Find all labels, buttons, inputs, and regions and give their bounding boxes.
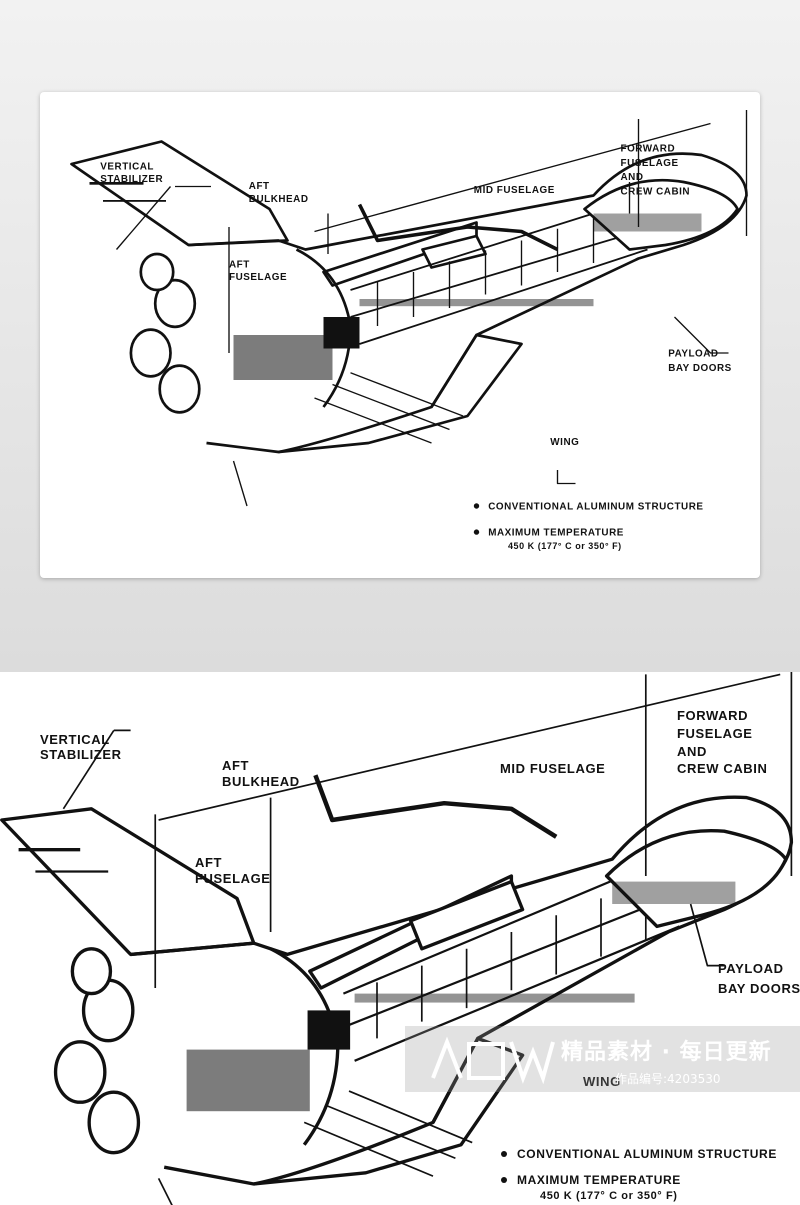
bullet-dot xyxy=(501,1177,507,1183)
note-aluminum-structure: CONVENTIONAL ALUMINUM STRUCTURE xyxy=(517,1147,777,1161)
wing-shape xyxy=(278,333,523,454)
svg-text:FUSELAGE: FUSELAGE xyxy=(621,158,679,169)
svg-text:AND: AND xyxy=(621,172,644,183)
watermark-banner: 精品素材 · 每日更新 作品编号:4203530 xyxy=(405,1026,800,1092)
label-aft-fuselage: AFT xyxy=(195,855,222,870)
shuttle-diagram-bottom: VERTICAL STABILIZER AFT BULKHEAD AFT FUS… xyxy=(0,672,800,1205)
bullet-dot xyxy=(473,503,480,509)
label-payload-bay-doors: PAYLOAD xyxy=(668,349,718,360)
fuselage-outline xyxy=(188,152,748,454)
crew-cabin-shape xyxy=(583,178,739,251)
diagram-card-top: VERTICAL STABILIZER AFT BULKHEAD AFT FUS… xyxy=(40,92,760,578)
svg-text:450 K (177° C or 350° F): 450 K (177° C or 350° F) xyxy=(508,541,622,551)
label-forward-fuselage: FORWARD xyxy=(677,708,748,723)
label-aft-fuselage: AFT xyxy=(229,260,250,271)
vertical-stabilizer-shape xyxy=(0,807,256,957)
label-wing: WING xyxy=(550,437,579,448)
svg-text:FUSELAGE: FUSELAGE xyxy=(229,272,287,283)
note-aluminum-structure: CONVENTIONAL ALUMINUM STRUCTURE xyxy=(488,502,703,513)
diagram-panel-bottom: VERTICAL STABILIZER AFT BULKHEAD AFT FUS… xyxy=(0,672,800,1205)
svg-text:CREW CABIN: CREW CABIN xyxy=(621,187,691,198)
watermark-brand: 精品素材 · 每日更新 xyxy=(561,1040,772,1065)
note-max-temperature: MAXIMUM TEMPERATURE xyxy=(488,528,624,539)
label-mid-fuselage: MID FUSELAGE xyxy=(474,185,555,196)
label-vertical-stabilizer: VERTICAL xyxy=(40,732,110,747)
note-max-temperature: MAXIMUM TEMPERATURE xyxy=(517,1173,681,1187)
main-engines xyxy=(129,252,201,414)
svg-text:450 K (177° C or 350° F): 450 K (177° C or 350° F) xyxy=(540,1190,678,1202)
manipulator-arm xyxy=(357,203,559,252)
svg-text:STABILIZER: STABILIZER xyxy=(100,174,163,185)
svg-text:BAY DOORS: BAY DOORS xyxy=(668,363,732,374)
svg-text:BAY DOORS: BAY DOORS xyxy=(718,981,800,996)
svg-text:FUSELAGE: FUSELAGE xyxy=(677,726,753,741)
svg-text:STABILIZER: STABILIZER xyxy=(40,747,122,762)
bullet-dot xyxy=(501,1151,507,1157)
fuselage-outline xyxy=(130,795,794,1186)
svg-text:BULKHEAD: BULKHEAD xyxy=(222,774,300,789)
main-engines xyxy=(53,947,141,1155)
label-payload-bay-doors: PAYLOAD xyxy=(718,961,784,976)
label-vertical-stabilizer: VERTICAL xyxy=(100,161,154,172)
label-aft-bulkhead: AFT xyxy=(222,758,249,773)
bullet-dot xyxy=(473,529,480,535)
crew-cabin-shape xyxy=(604,828,788,929)
shuttle-diagram-top: VERTICAL STABILIZER AFT BULKHEAD AFT FUS… xyxy=(70,110,748,551)
manipulator-arm xyxy=(313,774,558,839)
svg-text:FUSELAGE: FUSELAGE xyxy=(195,871,271,886)
svg-text:BULKHEAD: BULKHEAD xyxy=(249,194,309,205)
label-wing: WING xyxy=(583,1074,621,1089)
label-forward-fuselage: FORWARD xyxy=(621,143,676,154)
label-aft-bulkhead: AFT xyxy=(249,181,270,192)
label-mid-fuselage: MID FUSELAGE xyxy=(500,761,605,776)
watermark-id: 作品编号:4203530 xyxy=(615,1072,721,1086)
watermark-logo-icon xyxy=(431,1036,555,1084)
vertical-stabilizer-shape xyxy=(70,140,289,247)
svg-text:AND: AND xyxy=(677,744,707,759)
svg-text:CREW CABIN: CREW CABIN xyxy=(677,761,768,776)
